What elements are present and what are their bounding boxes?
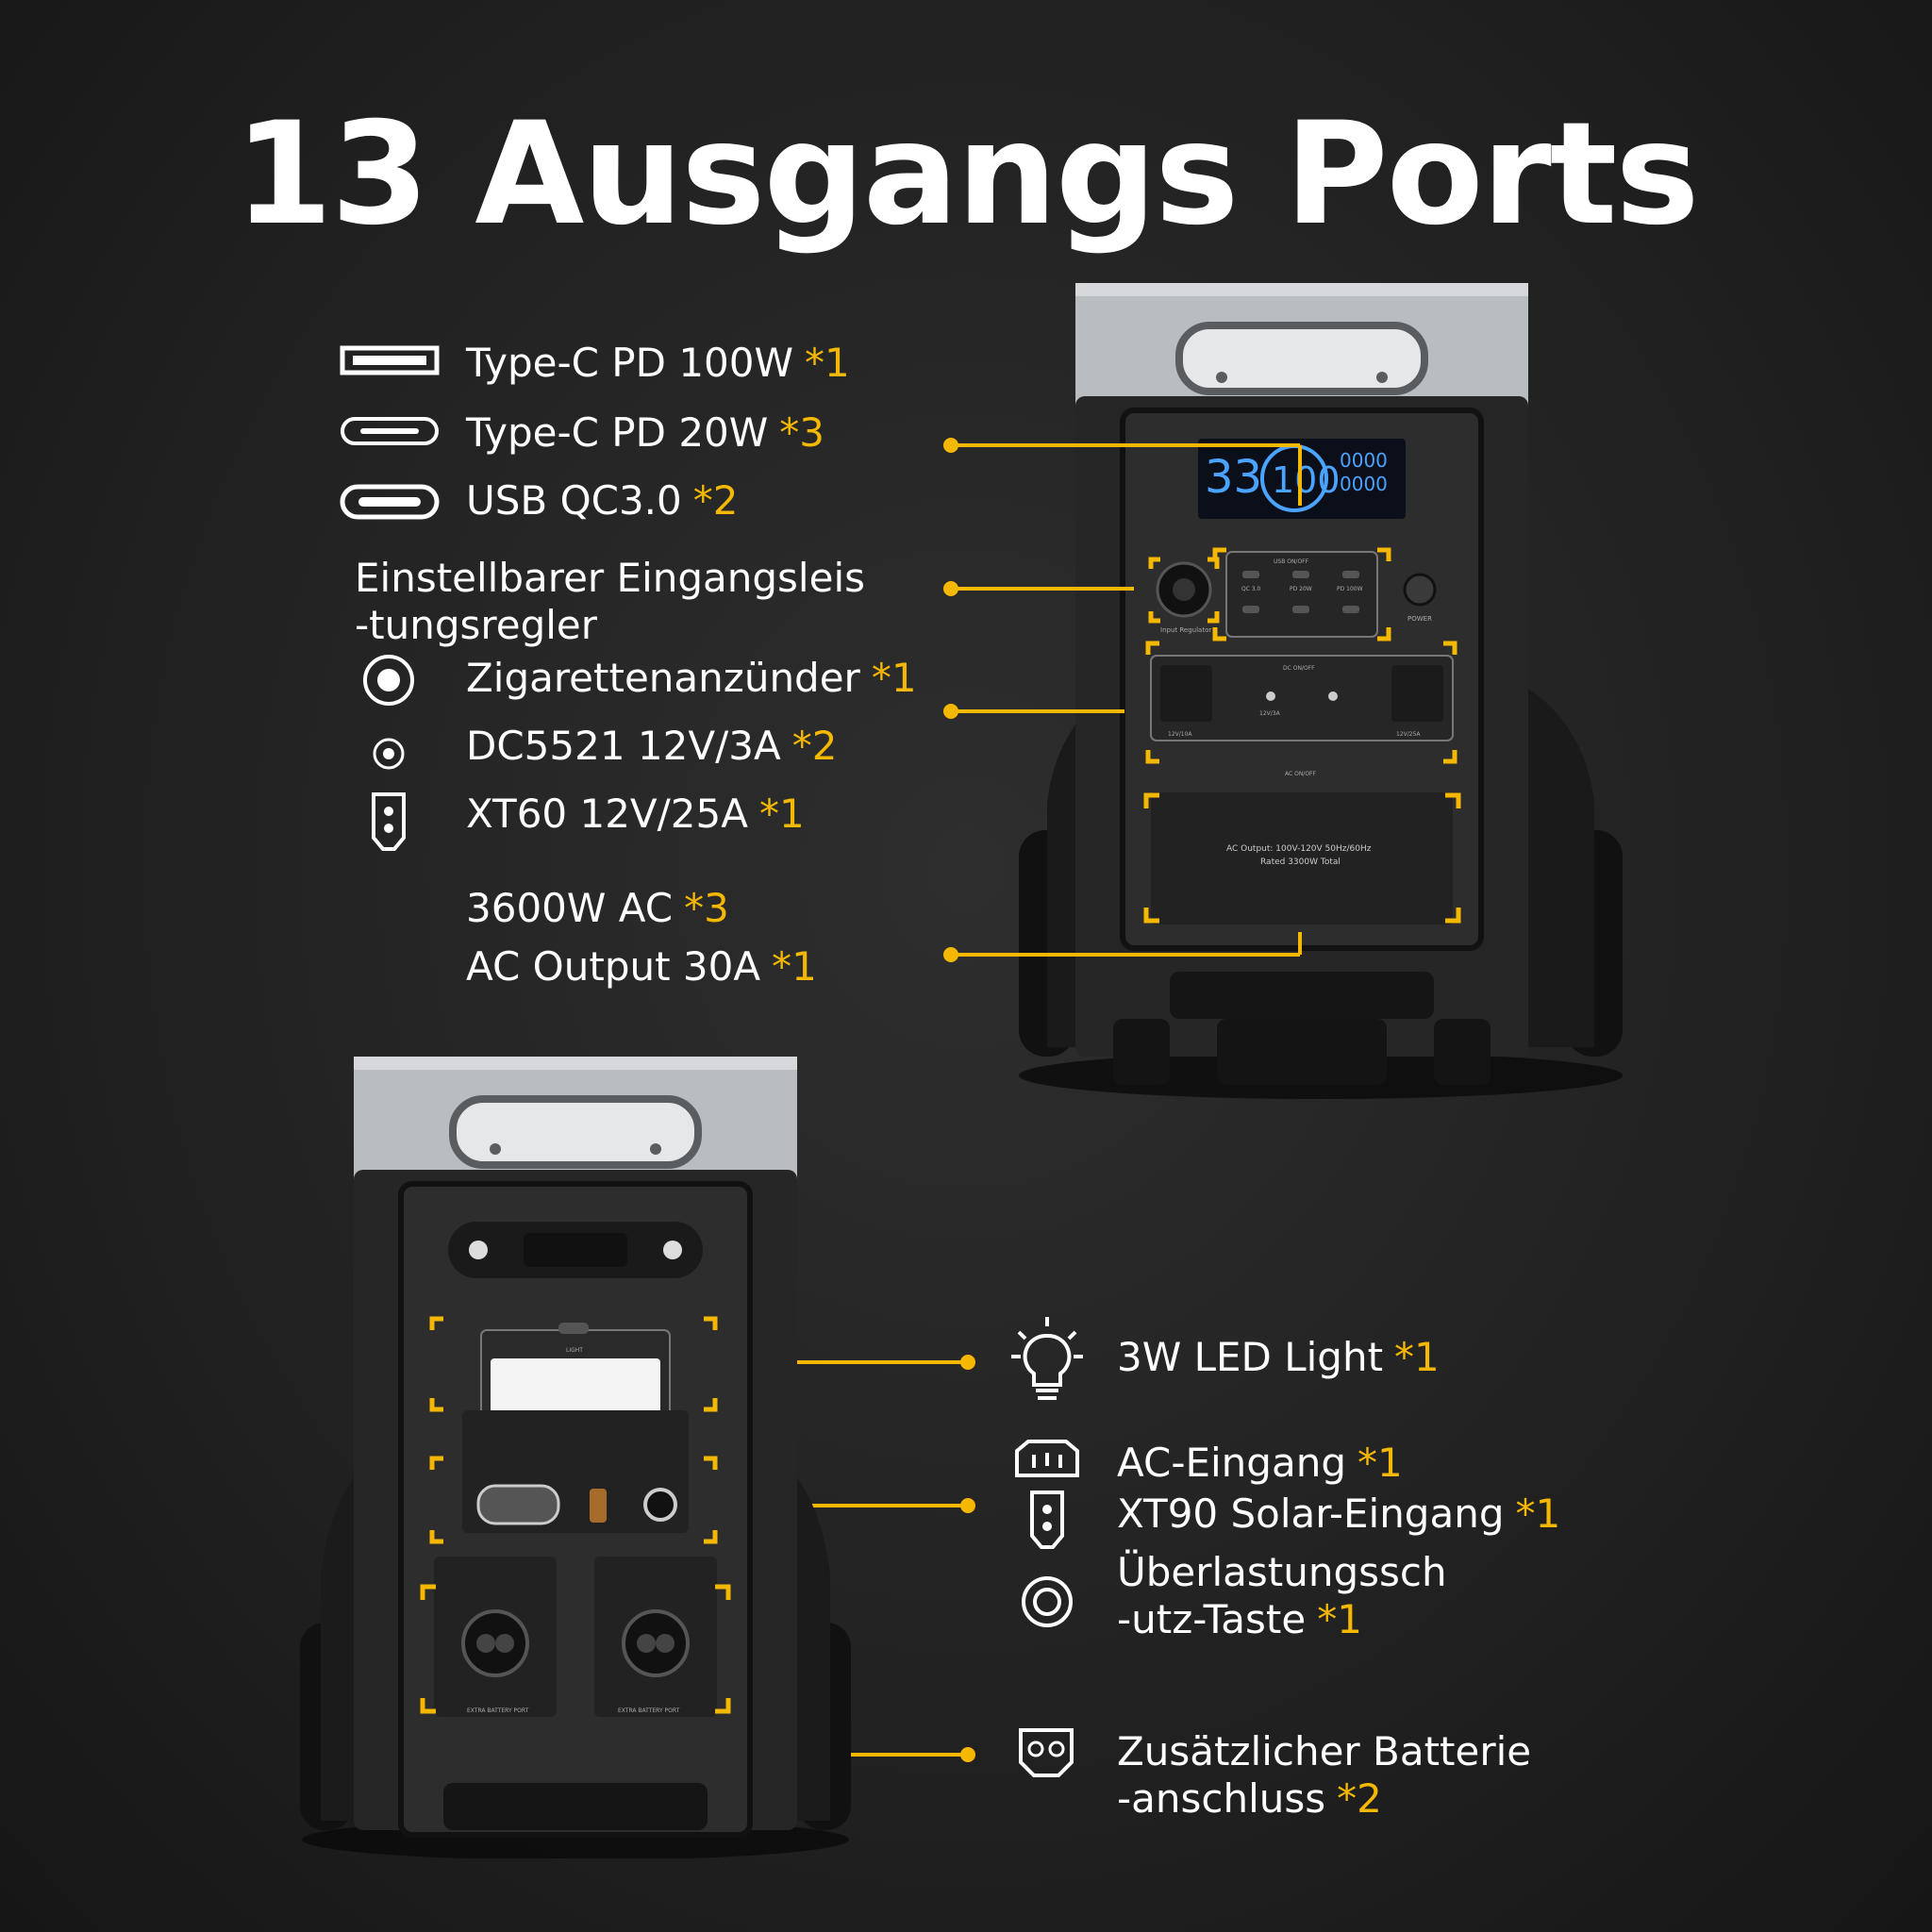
svg-text:POWER: POWER: [1407, 615, 1432, 623]
svg-text:EXTRA BATTERY PORT: EXTRA BATTERY PORT: [618, 1707, 680, 1714]
feature-overload-button: Überlastungssch-utz-Taste*1: [1117, 1549, 1447, 1642]
svg-text:12V/3A: 12V/3A: [1259, 710, 1281, 717]
front-device-illustration: 33 100 0000 0000 Input Regulator USB ON/…: [1019, 283, 1623, 1099]
feature-type-c-pd-20w: Type-C PD 20W*3: [466, 409, 825, 456]
led-light-panel: [491, 1358, 660, 1415]
overload-button-icon: [1022, 1576, 1073, 1627]
display-right-bottom: 0000: [1340, 473, 1388, 495]
display-left-value: 33: [1205, 451, 1262, 504]
svg-text:EXTRA BATTERY PORT: EXTRA BATTERY PORT: [467, 1707, 529, 1714]
light-bulb-icon: [1011, 1317, 1083, 1400]
power-button: [1403, 573, 1437, 607]
xt60-port-icon: [372, 792, 406, 851]
usb-c-thick-port-icon: [340, 484, 440, 520]
rear-device-illustration: LIGHT EXTRA BATTERY PORT EXTRA BATTERY P…: [300, 1057, 851, 1858]
feature-extra-battery: Zusätzlicher Batterie-anschluss*2: [1117, 1728, 1532, 1822]
xt90-port-icon: [1030, 1491, 1064, 1549]
svg-text:12V/25A: 12V/25A: [1396, 731, 1421, 738]
dc5521-port-icon: [373, 738, 405, 770]
page-title: 13 Ausgangs Ports: [234, 92, 1699, 257]
feature-ac-input: AC-Eingang*1: [1117, 1440, 1403, 1486]
svg-text:LIGHT: LIGHT: [566, 1347, 583, 1354]
usb-a-port-icon: [340, 345, 440, 375]
feature-type-c-pd-100w: Type-C PD 100W*1: [466, 340, 850, 386]
feature-cigarette-lighter: Zigarettenanzünder*1: [466, 655, 917, 701]
svg-text:12V/10A: 12V/10A: [1168, 731, 1192, 738]
feature-usb-qc30: USB QC3.0*2: [466, 477, 739, 524]
svg-text:PD 100W: PD 100W: [1337, 586, 1363, 592]
feature-xt90-solar: XT90 Solar-Eingang*1: [1117, 1491, 1561, 1537]
feature-3600w-ac: 3600W AC*3: [466, 885, 729, 931]
feature-ac-output-30a: AC Output 30A*1: [466, 943, 817, 990]
svg-text:DC ON/OFF: DC ON/OFF: [1283, 665, 1315, 672]
svg-text:PD 20W: PD 20W: [1290, 586, 1312, 592]
svg-text:Input Regulator: Input Regulator: [1160, 626, 1211, 634]
ac-inlet-icon: [1015, 1440, 1079, 1477]
usb-c-port-icon: [341, 417, 439, 445]
display-mid-value: 100: [1272, 459, 1341, 501]
svg-text:USB ON/OFF: USB ON/OFF: [1274, 558, 1309, 565]
svg-text:Rated 3300W Total: Rated 3300W Total: [1260, 858, 1341, 867]
battery-port-icon: [1019, 1728, 1074, 1777]
cigarette-lighter-icon: [363, 655, 414, 706]
feature-input-regulator: Einstellbarer Eingangsleis-tungsregler: [355, 555, 865, 648]
feature-xt60: XT60 12V/25A*1: [466, 791, 805, 837]
svg-text:QC 3.0: QC 3.0: [1241, 586, 1261, 592]
display-right-top: 0000: [1340, 449, 1388, 472]
svg-text:AC Output: 100V-120V 50Hz/60Hz: AC Output: 100V-120V 50Hz/60Hz: [1226, 844, 1372, 854]
feature-led-light: 3W LED Light*1: [1117, 1334, 1440, 1380]
svg-text:AC ON/OFF: AC ON/OFF: [1285, 771, 1317, 777]
feature-dc5521: DC5521 12V/3A*2: [466, 723, 838, 769]
